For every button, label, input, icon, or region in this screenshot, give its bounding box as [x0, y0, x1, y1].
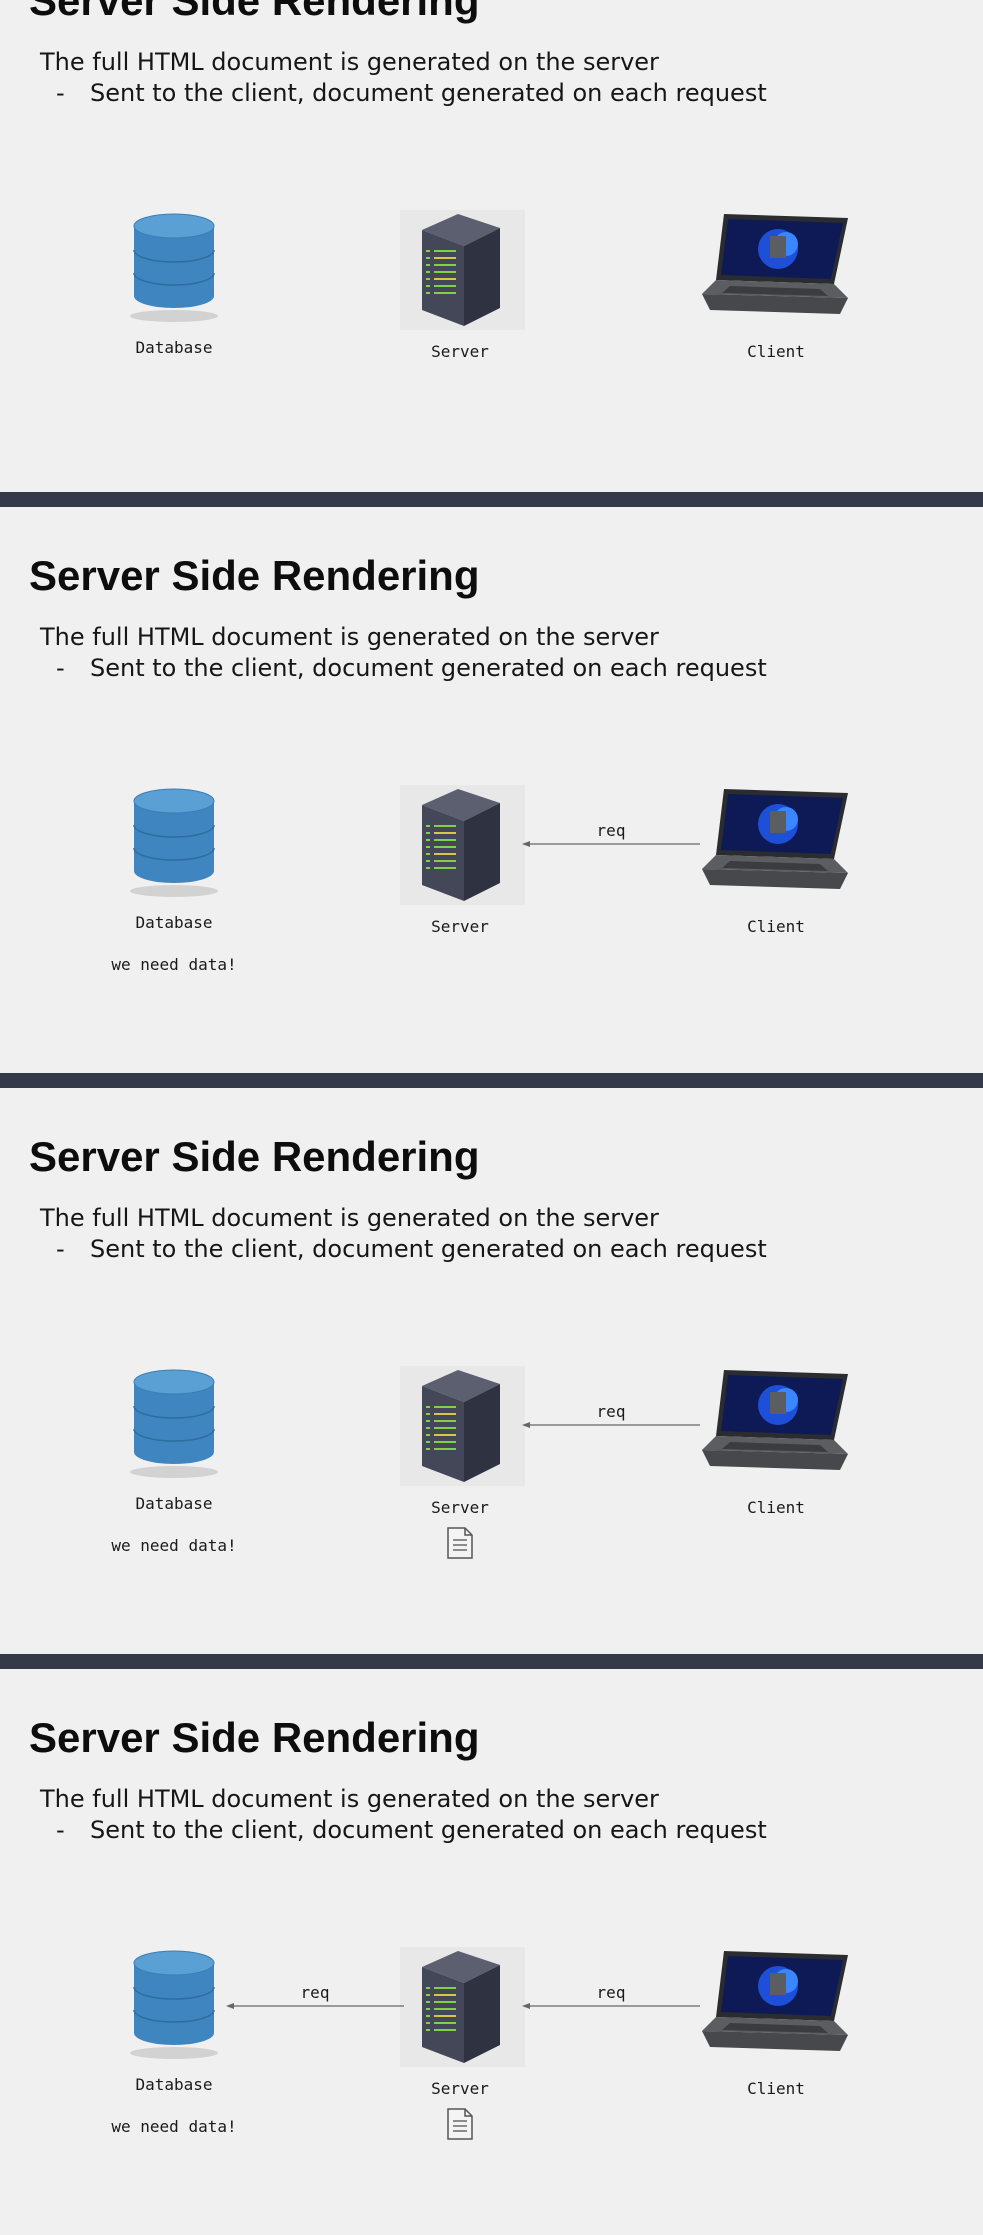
slide-title: Server Side Rendering	[29, 552, 480, 599]
laptop-icon	[702, 1370, 848, 1470]
sub-bullet: -Sent to the client, document generated …	[56, 79, 767, 107]
db-note: we need data!	[111, 2117, 237, 2136]
server-label: Server	[431, 1498, 489, 1517]
server-label: Server	[431, 2079, 489, 2098]
slide-0: Server Side Rendering The full HTML docu…	[0, 0, 983, 498]
client-label: Client	[747, 2079, 805, 2098]
database-label: Database	[135, 2075, 213, 2094]
req-arrow	[522, 841, 700, 847]
sub-bullet: -Sent to the client, document generated …	[56, 1816, 767, 1844]
req-label-server-db: req	[300, 1983, 330, 2002]
database-icon	[130, 1369, 218, 1478]
database-icon	[130, 1950, 218, 2059]
slide-divider	[0, 492, 983, 507]
bullet-text: The full HTML document is generated on t…	[40, 48, 659, 76]
server-tower-icon	[400, 1947, 525, 2067]
database-label: Database	[135, 913, 213, 932]
sub-bullet: -Sent to the client, document generated …	[56, 1235, 767, 1263]
bullet-text: The full HTML document is generated on t…	[40, 1204, 659, 1232]
client-label: Client	[747, 917, 805, 936]
sub-bullet-text: Sent to the client, document generated o…	[90, 79, 767, 107]
req-label: req	[596, 1983, 626, 2002]
sub-bullet-text: Sent to the client, document generated o…	[90, 1235, 767, 1263]
slide-3: Server Side Rendering The full HTML docu…	[0, 1669, 983, 2235]
db-note: we need data!	[111, 955, 237, 974]
slide-title: Server Side Rendering	[29, 1133, 480, 1180]
slide-divider	[0, 1654, 983, 1669]
laptop-icon	[702, 1951, 848, 2051]
req-label: req	[596, 1402, 626, 1421]
sub-bullet: -Sent to the client, document generated …	[56, 654, 767, 682]
server-tower-icon	[400, 1366, 525, 1486]
database-icon	[130, 788, 218, 897]
req-arrow	[522, 1422, 700, 1428]
database-label: Database	[135, 1494, 213, 1513]
database-icon	[130, 213, 218, 322]
req-arrow-server-db	[226, 2003, 404, 2009]
document-icon	[447, 2108, 473, 2140]
server-label: Server	[431, 342, 489, 361]
client-label: Client	[747, 342, 805, 361]
sub-bullet-text: Sent to the client, document generated o…	[90, 1816, 767, 1844]
client-label: Client	[747, 1498, 805, 1517]
req-arrow	[522, 2003, 700, 2009]
slide-title: Server Side Rendering	[29, 0, 480, 24]
sub-bullet-text: Sent to the client, document generated o…	[90, 654, 767, 682]
slide-1: Server Side Rendering The full HTML docu…	[0, 507, 983, 1073]
req-label: req	[596, 821, 626, 840]
laptop-icon	[702, 789, 848, 889]
slide-2: Server Side Rendering The full HTML docu…	[0, 1088, 983, 1654]
server-tower-icon	[400, 785, 525, 905]
server-tower-icon	[400, 210, 525, 330]
server-label: Server	[431, 917, 489, 936]
slide-divider	[0, 1073, 983, 1088]
database-label: Database	[135, 338, 213, 357]
document-icon	[447, 1527, 473, 1559]
slide-title: Server Side Rendering	[29, 1714, 480, 1761]
laptop-icon	[702, 214, 848, 314]
db-note: we need data!	[111, 1536, 237, 1555]
bullet-text: The full HTML document is generated on t…	[40, 1785, 659, 1813]
bullet-text: The full HTML document is generated on t…	[40, 623, 659, 651]
